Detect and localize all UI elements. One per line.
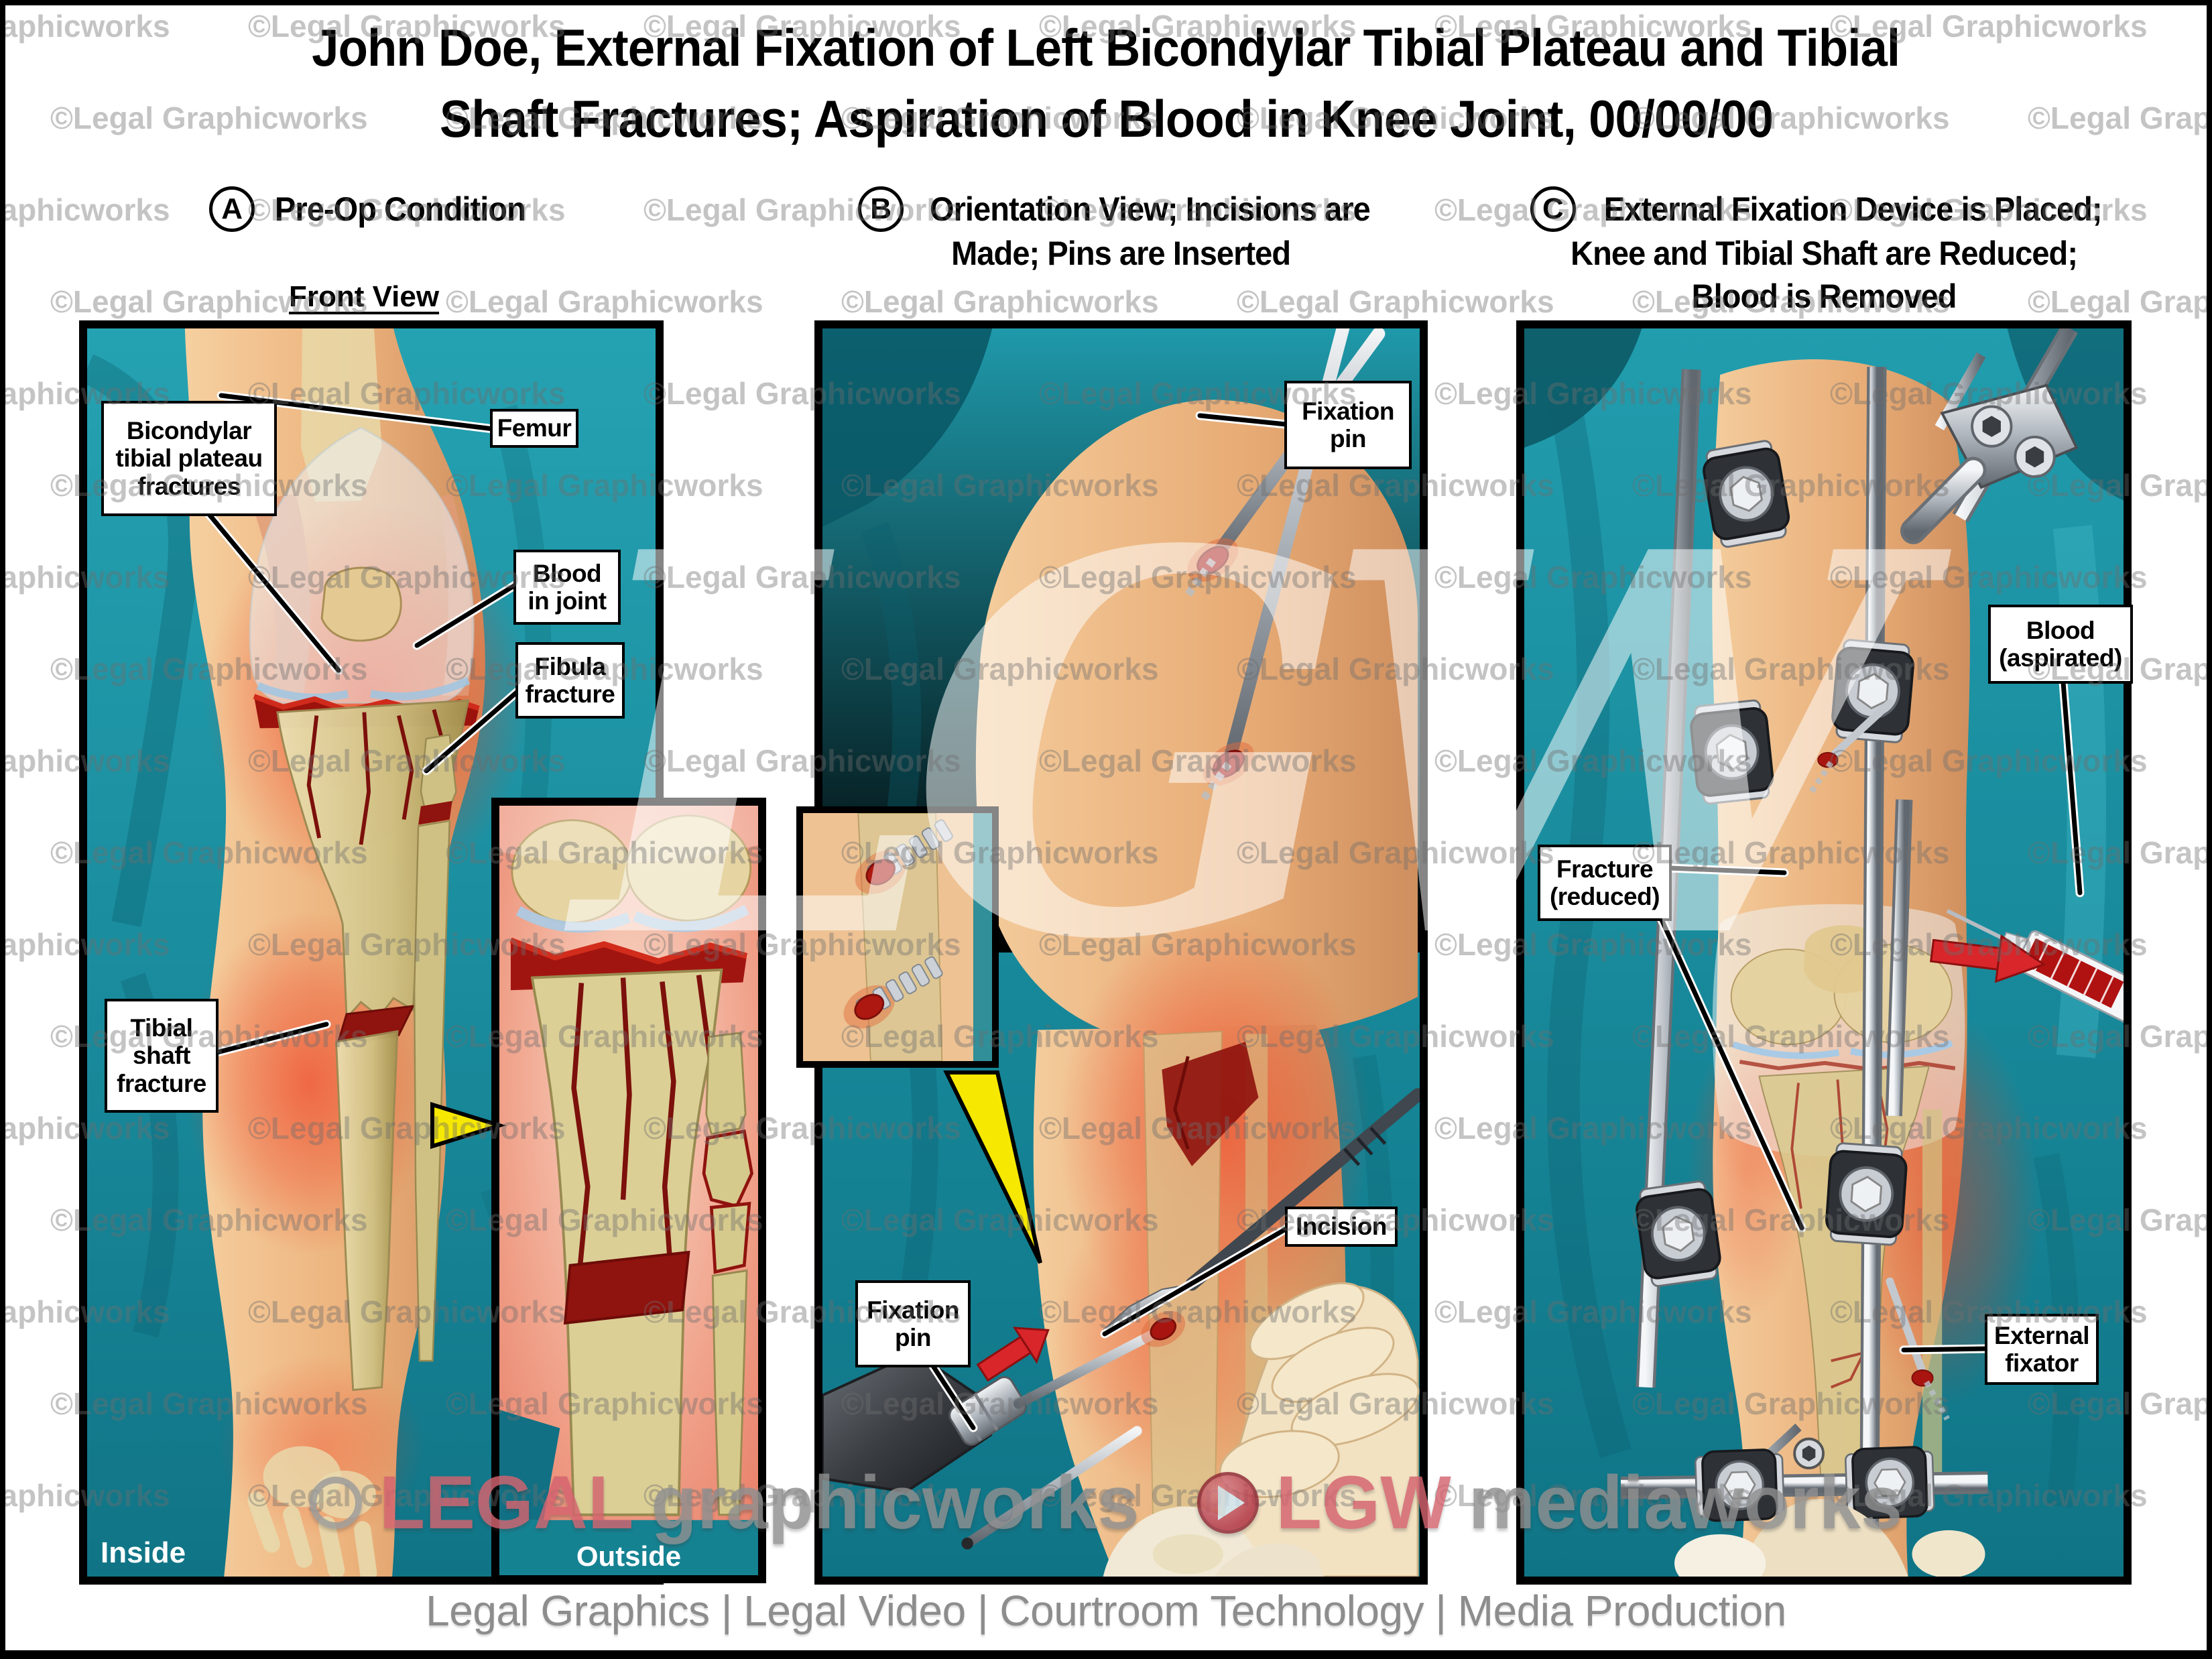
- panel-b-inset: [796, 806, 999, 1068]
- copyright-watermark: ©Legal Graphicworks: [841, 284, 1159, 319]
- label-fixation-pin-top: Fixation pin: [1284, 381, 1412, 469]
- panel-a-letter-badge: A: [209, 186, 255, 232]
- panel-c-heading-line3: Blood is Removed: [1691, 278, 1957, 315]
- label-incision: Incision: [1285, 1207, 1398, 1247]
- panel-c-illustration: [1524, 328, 2124, 1577]
- panel-a-header: A Pre-Op Condition: [79, 186, 664, 232]
- label-blood-in-joint: Blood in joint: [513, 550, 621, 625]
- label-tibial-shaft-fracture: Tibial shaft fracture: [105, 999, 219, 1113]
- panel-a-inset-illustration: [499, 806, 758, 1575]
- panel-a-inset: [491, 798, 766, 1583]
- panel-b-inset-illustration: [803, 813, 992, 1061]
- orientation-tag-inside: Inside: [101, 1536, 186, 1569]
- panel-a-heading: Pre-Op Condition: [275, 190, 526, 228]
- panel-b-heading-line2: Made; Pins are Inserted: [951, 235, 1291, 272]
- panel-c-header: C External Fixation Device is Placed; Kn…: [1516, 186, 2132, 318]
- copyright-watermark: ©Legal Graphicworks: [1237, 284, 1554, 319]
- label-fibula-fracture: Fibula fracture: [515, 642, 625, 719]
- panel-b-header: B Orientation View; Incisions are Made; …: [814, 186, 1428, 275]
- label-bicondylar-tibial-plateau-fractures: Bicondylar tibial plateau fractures: [101, 401, 277, 516]
- title-line-1: John Doe, External Fixation of Left Bico…: [312, 18, 1901, 77]
- label-external-fixator: External fixator: [1985, 1314, 2099, 1385]
- panel-b-letter-badge: B: [858, 186, 904, 232]
- label-fracture-reduced: Fracture (reduced): [1538, 845, 1672, 921]
- exhibit-title: John Doe, External Fixation of Left Bico…: [0, 12, 2212, 154]
- front-view-label: Front View: [288, 280, 440, 313]
- panel-c-heading-line1: External Fixation Device is Placed;: [1603, 190, 2103, 228]
- panel-c-letter-badge: C: [1530, 186, 1576, 232]
- label-blood-aspirated: Blood (aspirated): [1988, 605, 2133, 684]
- panel-b-heading-line1: Orientation View; Incisions are: [930, 190, 1371, 228]
- footer-services-line: Legal Graphics | Legal Video | Courtroom…: [426, 1587, 1786, 1635]
- title-line-2: Shaft Fractures; Aspiration of Blood in …: [439, 89, 1773, 148]
- panel-c: [1516, 320, 2132, 1585]
- label-femur: Femur: [490, 409, 578, 448]
- label-fixation-pin-bottom: Fixation pin: [855, 1280, 971, 1367]
- panel-c-heading-line2: Knee and Tibial Shaft are Reduced;: [1571, 235, 2078, 272]
- orientation-tag-outside: Outside: [576, 1540, 682, 1572]
